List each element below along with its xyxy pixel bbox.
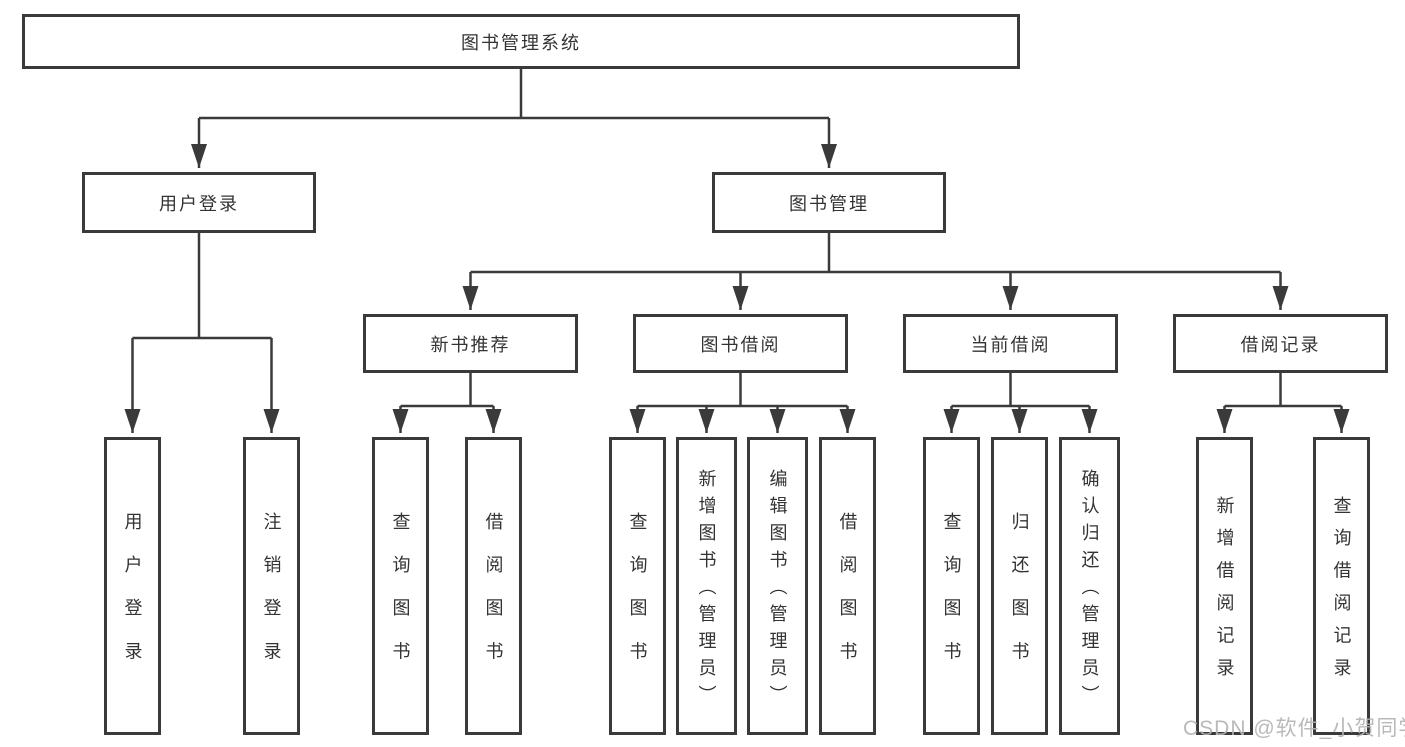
leaf-current-confirm-return-admin: 确认归还（管理员） <box>1059 437 1120 735</box>
node-book-management: 图书管理 <box>712 172 946 233</box>
leaf-current-query-books: 查询图书 <box>923 437 980 735</box>
leaf-borrow-edit-books-admin: 编辑图书（管理员） <box>747 437 808 735</box>
leaf-logout: 注销登录 <box>243 437 300 735</box>
connector-root-to-level2 <box>191 69 837 168</box>
node-label: 查询图书 <box>627 512 648 685</box>
csdn-watermark: CSDN @软件_小贺同学 <box>1183 717 1405 740</box>
node-label: 图书管理系统 <box>461 32 581 53</box>
node-borrow-records: 借阅记录 <box>1173 314 1388 373</box>
leaf-borrow-add-books-admin: 新增图书（管理员） <box>676 437 737 735</box>
node-label: 新增图书（管理员） <box>696 469 717 712</box>
node-label: 编辑图书（管理员） <box>767 469 788 712</box>
node-label: 确认归还（管理员） <box>1079 469 1100 712</box>
node-label: 归还图书 <box>1009 512 1030 685</box>
node-label: 借阅记录 <box>1240 334 1321 355</box>
node-label: 查询借阅记录 <box>1331 495 1352 691</box>
leaf-records-query-record: 查询借阅记录 <box>1313 437 1370 735</box>
leaf-borrow-query-books: 查询图书 <box>609 437 666 735</box>
node-current-borrow: 当前借阅 <box>903 314 1118 373</box>
node-user-login: 用户登录 <box>82 172 316 233</box>
node-label: 用户登录 <box>122 512 143 685</box>
connector-user-login-children <box>124 233 280 433</box>
connector-book-borrow-children <box>629 373 856 433</box>
connector-current-borrow-children <box>943 373 1098 433</box>
connector-book-management-children <box>462 233 1289 310</box>
leaf-borrow-borrow-books: 借阅图书 <box>819 437 876 735</box>
connector-borrow-records-children <box>1216 373 1350 433</box>
node-label: 查询图书 <box>941 512 962 685</box>
node-book-borrow: 图书借阅 <box>633 314 848 373</box>
leaf-recommend-query-books: 查询图书 <box>372 437 429 735</box>
node-label: 注销登录 <box>261 512 282 685</box>
connector-new-book-recommend-children <box>392 373 502 433</box>
node-library-management-system: 图书管理系统 <box>22 14 1020 69</box>
leaf-recommend-borrow-books: 借阅图书 <box>465 437 522 735</box>
node-new-book-recommend: 新书推荐 <box>363 314 578 373</box>
node-label: 当前借阅 <box>970 334 1051 355</box>
node-label: 借阅图书 <box>483 512 504 685</box>
node-label: 新书推荐 <box>430 334 511 355</box>
leaf-user-login: 用户登录 <box>104 437 161 735</box>
node-label: 图书管理 <box>789 193 869 214</box>
node-label: 查询图书 <box>390 512 411 685</box>
node-label: 借阅图书 <box>837 512 858 685</box>
node-label: 用户登录 <box>159 193 239 214</box>
node-label: 新增借阅记录 <box>1214 495 1235 691</box>
leaf-records-add-record: 新增借阅记录 <box>1196 437 1253 735</box>
node-label: 图书借阅 <box>700 334 781 355</box>
leaf-current-return-books: 归还图书 <box>991 437 1048 735</box>
